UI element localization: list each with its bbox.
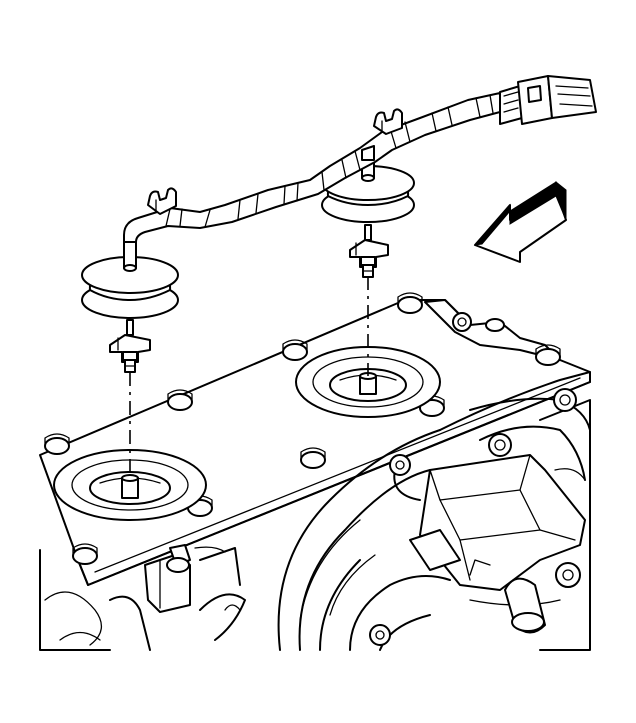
bolt <box>535 344 561 366</box>
bolt <box>166 557 190 573</box>
wiring-harness <box>123 92 501 243</box>
harness-clip-right <box>373 108 403 135</box>
front-direction-arrow-icon <box>473 180 567 263</box>
harness-connector <box>499 75 597 125</box>
sensor-left <box>109 319 151 373</box>
grommet-left <box>81 239 179 319</box>
bolt <box>72 543 98 565</box>
bolt <box>300 447 326 469</box>
bolt <box>282 339 308 361</box>
engine-block <box>39 299 591 651</box>
bolt <box>485 318 505 332</box>
bolt <box>397 292 423 314</box>
sensor-right <box>349 224 389 278</box>
sensor-bore-right <box>295 346 441 418</box>
throttle-body <box>409 454 586 634</box>
bolt <box>167 389 193 411</box>
harness-clip-left <box>147 187 177 215</box>
bolt <box>44 433 70 455</box>
